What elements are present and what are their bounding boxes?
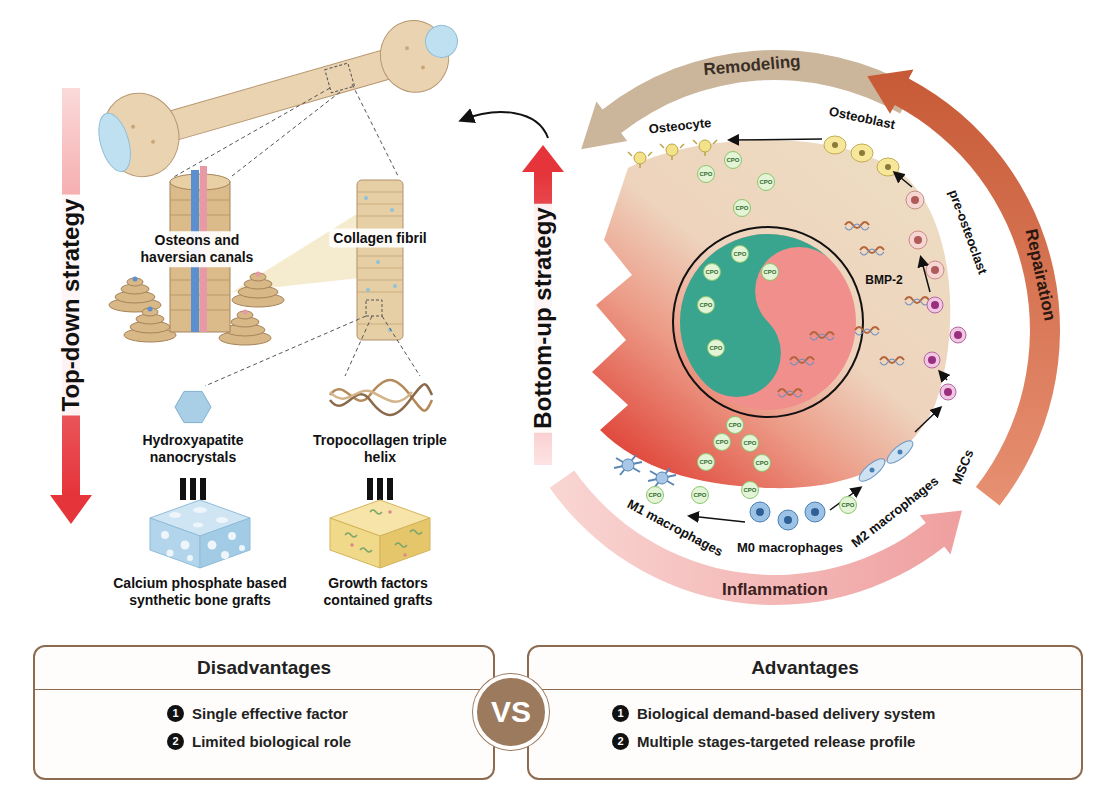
panel-row: 1 Biological demand-based delivery system [612,699,1081,727]
cpo-particle: CPO [724,151,742,169]
cpo-particle: CPO [839,496,857,514]
cpo-particle: CPO [733,199,751,217]
growth-factor-graft [330,500,430,568]
collagen-fibril [205,180,420,386]
part-label: Bottom-up strategy [528,203,559,432]
panel-item-text: Biological demand-based delivery system [637,705,935,722]
cells [614,136,966,530]
panel-items: 1 Single effective factor 2 Limited biologi… [35,690,493,755]
panel-item-text: Limited biological role [192,733,351,750]
panel-divider [35,689,493,690]
bottom-up-arrow [462,112,564,465]
triple-helix [330,380,432,415]
part-label: BMP-2 [865,273,902,287]
part-label: Calcium phosphate based synthetic bone g… [100,575,300,609]
cpo-particle: CPO [761,263,779,281]
cpo-particle: CPO [697,296,715,314]
equivalence-symbol [180,478,393,500]
cpo-particle: CPO [731,245,749,263]
cpo-particle: CPO [646,486,664,504]
panel-row: 1 Single effective factor [167,699,493,727]
panel-items: 1 Biological demand-based delivery system… [529,690,1081,755]
healing-stage-bands [550,50,1060,605]
part-label: Osteoblast [828,103,897,132]
summary-panel: Disadvantages 1 Single effective factor 2 Li… [33,645,495,780]
panel-row: 2 Limited biological role [167,727,493,755]
panel-heading: Advantages [529,647,1081,689]
summary-panel: Advantages 1 Biological demand-based deliv… [527,645,1083,780]
part-label: Tropocollagen triple helix [305,432,455,466]
cpo-particle: CPO [697,453,715,471]
osteon [109,166,360,345]
panel-item-text: Single effective factor [192,705,348,722]
differentiation-arrows [690,139,947,522]
yin-yang-scaffold [644,198,893,447]
part-label: M0 macrophages [737,540,843,556]
panel-row: 2 Multiple stages-targeted release profil… [612,727,1081,755]
cpo-particle: CPO [753,454,771,472]
hydroxyapatite-crystal [175,391,211,422]
part-label: Osteocyte [648,115,712,137]
part-label: Inflammation [722,580,828,600]
cpo-particle: CPO [703,263,721,281]
bone-defect-region [592,140,950,488]
part-label: Collagen fibril [329,229,430,248]
panel-divider [529,689,1081,690]
vs-circle: VS [473,674,549,750]
part-label: pre-osteoclast [945,188,990,277]
cpo-particle: CPO [726,416,744,434]
part-label: MSCs [949,447,977,486]
cpo-particle: CPO [707,339,725,357]
femur [90,3,471,186]
panel-item-text: Multiple stages-targeted release profile [637,733,915,750]
cpo-particle: CPO [741,434,759,452]
cpo-particle: CPO [757,173,775,191]
panel-heading: Disadvantages [35,647,493,689]
bmp2-molecules [778,222,929,397]
calcium-phosphate-scaffold [150,500,250,568]
part-label: Hydroxyapatite nanocrystals [118,432,268,466]
part-label: Osteons and haversian canals [123,231,271,267]
part-label: Growth factors contained grafts [298,575,458,609]
callout-number: 1 [167,705,184,722]
callout-number: 2 [167,733,184,750]
vs-text: VS [491,697,531,727]
top-down-arrow [50,88,92,524]
cpo-particle: CPO [713,433,731,451]
cpo-particle: CPO [691,486,709,504]
callout-number: 2 [612,733,629,750]
callout-number: 1 [612,705,629,722]
part-label: Top-down strategy [56,195,87,416]
cpo-particle: CPO [741,481,759,499]
cpo-particle: CPO [697,165,715,183]
